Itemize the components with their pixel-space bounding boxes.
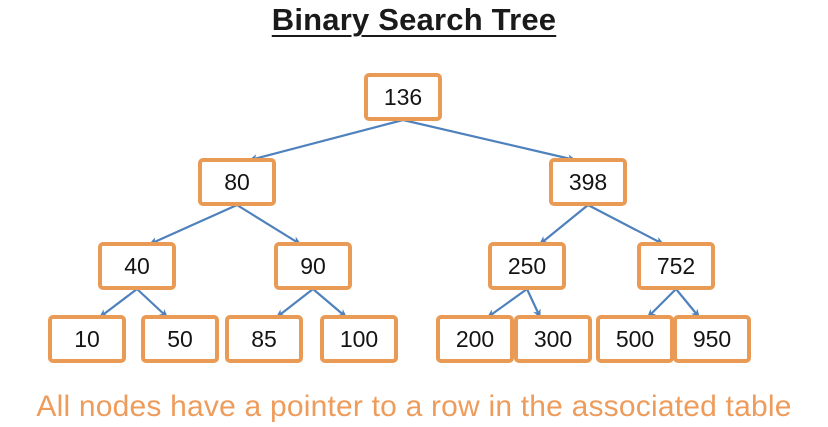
edge-80-to-90: [236, 204, 302, 245]
edge-40-to-10: [98, 288, 138, 318]
edge-752-to-500: [646, 288, 677, 319]
diagram-title: Binary Search Tree: [271, 2, 557, 37]
tree-node-950: 950: [673, 315, 751, 363]
tree-node-500: 500: [596, 315, 674, 363]
edge-250-to-300: [526, 288, 541, 319]
edge-250-to-200: [486, 288, 528, 318]
tree-node-10: 10: [48, 315, 126, 363]
tree-node-100: 100: [320, 315, 398, 363]
diagram-caption: All nodes have a pointer to a row in the…: [36, 390, 792, 423]
edge-90-to-85: [275, 288, 314, 318]
tree-node-40: 40: [98, 242, 176, 290]
tree-node-85: 85: [225, 315, 303, 363]
edge-136-to-80: [248, 118, 404, 162]
edge-398-to-752: [587, 204, 665, 245]
tree-node-300: 300: [514, 315, 592, 363]
edge-136-to-398: [402, 118, 577, 163]
edge-80-to-40: [148, 203, 238, 246]
tree-node-136: 136: [364, 73, 442, 121]
edge-90-to-100: [312, 288, 348, 318]
tree-node-250: 250: [488, 242, 566, 290]
edge-752-to-950: [675, 288, 700, 319]
tree-node-80: 80: [198, 158, 276, 206]
edge-40-to-50: [136, 288, 169, 319]
tree-node-90: 90: [274, 242, 352, 290]
tree-node-200: 200: [436, 315, 514, 363]
tree-node-752: 752: [637, 242, 715, 290]
edge-398-to-250: [538, 204, 589, 245]
tree-node-50: 50: [141, 315, 219, 363]
tree-node-398: 398: [549, 158, 627, 206]
